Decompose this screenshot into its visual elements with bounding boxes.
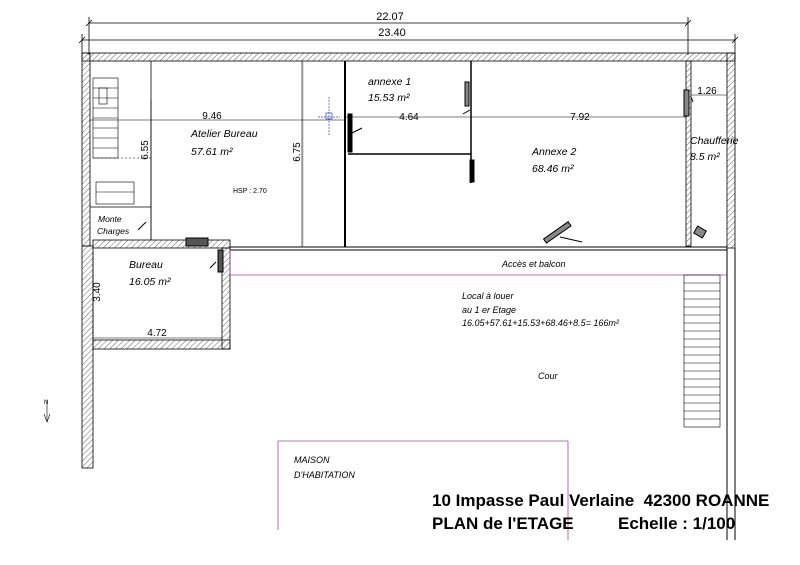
dim-annexe2-width: 7.92 (570, 112, 590, 123)
room-atelier-name: Atelier Bureau (190, 128, 258, 140)
label-maison-line1: MAISON (294, 455, 330, 465)
title-address: 10 Impasse Paul Verlaine 42300 ROANNE (432, 491, 770, 510)
room-annexe2-name: Annexe 2 (531, 146, 577, 158)
north-label: N (44, 400, 48, 406)
title-scale: Echelle : 1/100 (618, 514, 736, 533)
room-annexe1-area: 15.53 m² (368, 92, 410, 104)
dim-top-inner: 22.07 (376, 11, 404, 23)
label-local-line3: 16.05+57.61+15.53+68.46+8.5= 166m² (462, 318, 620, 328)
room-atelier-hsp: HSP : 2.70 (233, 188, 267, 195)
title-plan: PLAN de l'ETAGE (432, 514, 574, 533)
dim-annexe1-width: 4.64 (399, 112, 419, 123)
room-chaufferie-name: Chaufferie (690, 135, 739, 147)
dim-bureau-height: 3.40 (92, 282, 103, 302)
room-bureau-area: 16.05 m² (129, 276, 171, 288)
room-bureau-name: Bureau (129, 259, 163, 271)
room-chaufferie-area: 8.5 m² (690, 151, 720, 163)
label-maison-line2: D'HABITATION (294, 470, 355, 480)
dim-atelier-height-left: 6.55 (140, 140, 151, 160)
doors (137, 81, 708, 273)
room-monte-charges-line1: Monte (98, 214, 122, 224)
dim-chaufferie-width: 1.26 (697, 86, 717, 97)
dim-bureau-width: 4.72 (147, 328, 167, 339)
room-annexe2-area: 68.46 m² (532, 163, 574, 175)
label-local-line2: au 1 er Etage (462, 305, 516, 315)
label-local-line1: Local à louer (462, 291, 515, 301)
walls (81, 52, 736, 469)
staircase-exterior (683, 248, 736, 540)
maison-outline (277, 440, 569, 540)
dim-top-outer: 23.40 (378, 27, 406, 39)
top-dimension-lines (78, 17, 739, 58)
staircase-top (92, 77, 151, 205)
north-arrow-icon (43, 400, 51, 423)
room-monte-charges-line2: Charges (97, 226, 130, 236)
vent-symbol (318, 97, 340, 135)
dim-atelier-width: 9.46 (202, 111, 222, 122)
label-acces-balcon: Accès et balcon (501, 259, 566, 269)
label-cour: Cour (538, 371, 559, 381)
room-atelier-area: 57.61 m² (191, 146, 233, 158)
interior-partitions (90, 61, 727, 276)
interior-dimension-lines (90, 61, 727, 340)
dim-atelier-height-right: 6.75 (292, 142, 303, 162)
room-annexe1-name: annexe 1 (368, 76, 411, 88)
